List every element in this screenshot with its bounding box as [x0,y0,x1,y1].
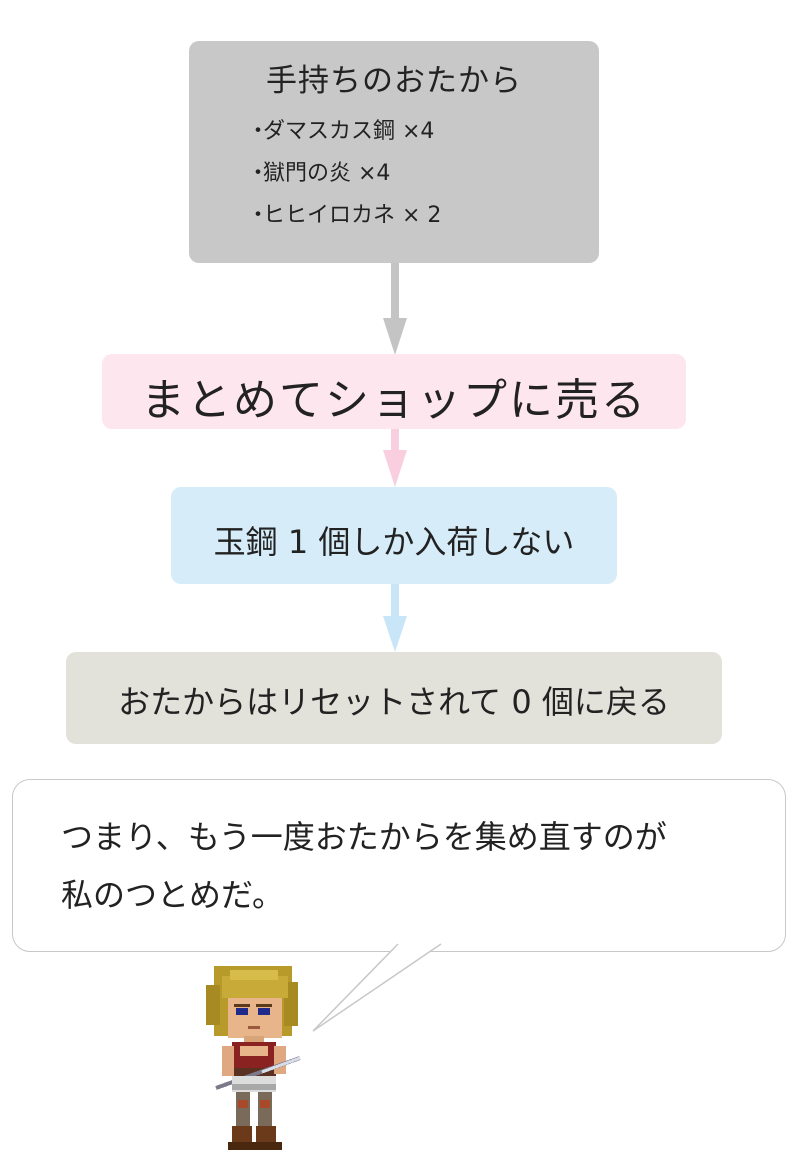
sell-step-label: まとめてショップに売る [141,375,647,426]
treasure-box: 手持ちのおたから ・ダマスカス鋼 ×4 ・獄門の炎 ×4 ・ヒヒイロカネ × 2 [189,41,599,263]
treasure-title: 手持ちのおたから [266,63,522,99]
arrow-treasure-to-sell [383,263,407,355]
stock-step-label: 玉鋼 1 個しか入荷しない [213,523,575,561]
list-item: ・ダマスカス鋼 ×4 [247,111,441,153]
speech-line: 私のつとめだ。 [61,876,285,914]
speech-line: つまり、もう一度おたからを集め直すのが [61,818,667,856]
treasure-list: ・ダマスカス鋼 ×4 ・獄門の炎 ×4 ・ヒヒイロカネ × 2 [247,111,441,237]
sell-step-box: まとめてショップに売る [102,354,686,429]
speech-bubble: つまり、もう一度おたからを集め直すのが 私のつとめだ。 [12,779,786,952]
reset-step-label: おたからはリセットされて 0 個に戻る [118,683,670,721]
stock-step-box: 玉鋼 1 個しか入荷しない [171,487,617,584]
treasure-item-label: ダマスカス鋼 ×4 [263,119,435,144]
speech-text: つまり、もう一度おたからを集め直すのが 私のつとめだ。 [61,808,667,924]
treasure-item-label: ヒヒイロカネ × 2 [263,203,442,228]
treasure-item-label: 獄門の炎 ×4 [263,161,391,186]
list-item: ・獄門の炎 ×4 [247,153,441,195]
arrow-stock-to-reset [383,584,407,652]
arrow-sell-to-stock [383,429,407,487]
list-item: ・ヒヒイロカネ × 2 [247,195,441,237]
reset-step-box: おたからはリセットされて 0 個に戻る [66,652,722,744]
